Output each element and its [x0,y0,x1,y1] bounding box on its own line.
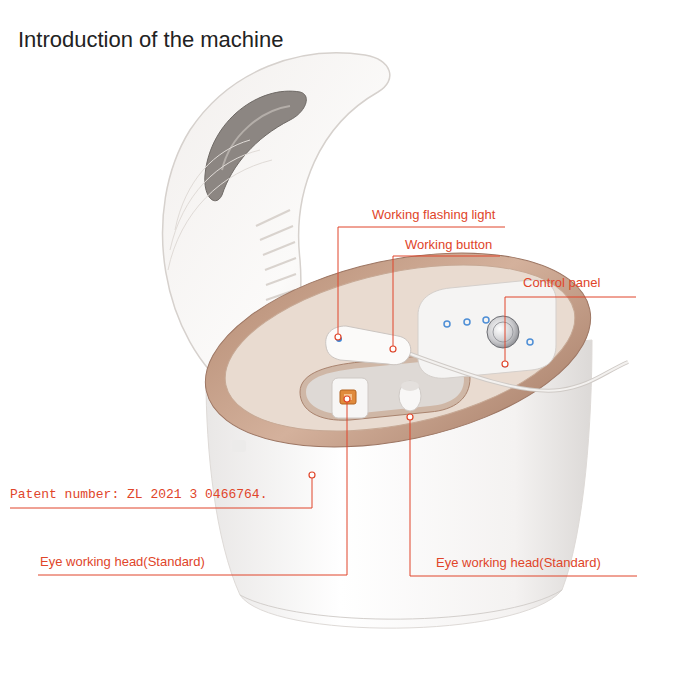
callout-label: Working button [405,238,492,253]
tray [210,237,590,460]
leader-dots [309,334,508,478]
callout-label: Working flashing light [372,208,495,223]
callout-label: Eye working head(Standard) [436,556,601,571]
callout-label: Eye working head(Standard) [40,555,205,570]
rim [188,221,609,479]
eye-working-head [399,381,421,411]
callout-label: Control panel [523,276,600,291]
page-title: Introduction of the machine [18,27,283,52]
leader-lines [10,227,637,576]
eye-working-head [332,378,368,418]
callout-label: Patent number: ZL 2021 3 0466764. [10,488,267,503]
